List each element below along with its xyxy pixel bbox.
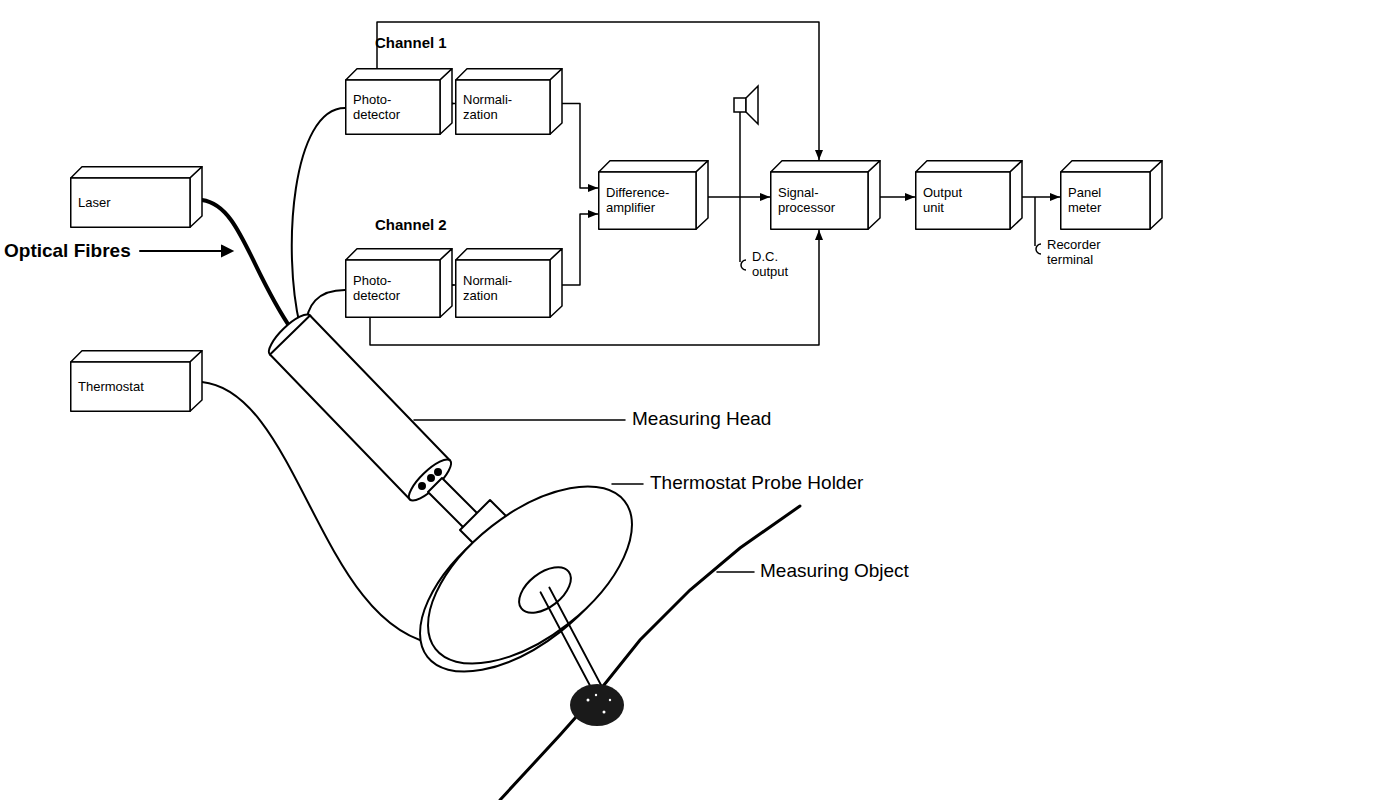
fibre-end bbox=[428, 475, 434, 481]
box-label: Photo- detector bbox=[353, 93, 425, 123]
processor-box: Signal- processor bbox=[770, 172, 868, 230]
signal-connector bbox=[562, 104, 598, 189]
amplifier-box: Difference- amplifier bbox=[598, 172, 696, 230]
meter-box: Panel meter bbox=[1060, 172, 1150, 230]
box-label: Photo- detector bbox=[353, 274, 425, 304]
normalization-box: Normali- zation bbox=[455, 80, 550, 135]
leader-line bbox=[612, 483, 643, 485]
part-label: Measuring Head bbox=[632, 408, 771, 430]
box-label: Panel meter bbox=[1068, 186, 1118, 216]
leader-line bbox=[414, 419, 625, 421]
box-label: Difference- amplifier bbox=[606, 186, 686, 216]
signal-connector bbox=[880, 196, 915, 198]
box-label: Normali- zation bbox=[463, 93, 535, 123]
arrow-head bbox=[222, 246, 232, 256]
box-label: Normali- zation bbox=[463, 274, 535, 304]
fibre-end bbox=[435, 469, 441, 475]
thermostat-box: Thermostat bbox=[70, 362, 190, 412]
object-surface bbox=[500, 506, 800, 800]
measuring-head bbox=[270, 316, 450, 500]
part-label: Optical Fibres bbox=[4, 240, 131, 262]
box-label: Thermostat bbox=[78, 380, 144, 395]
optical-fibre bbox=[202, 200, 292, 330]
output-box: Output unit bbox=[915, 172, 1010, 230]
probe-tube bbox=[549, 588, 602, 688]
output-label: Recorder terminal bbox=[1047, 238, 1117, 268]
fibre-end bbox=[419, 483, 425, 489]
terminal-symbol bbox=[1036, 244, 1041, 254]
terminal-symbol bbox=[741, 260, 746, 270]
holder-hole bbox=[511, 558, 579, 622]
optical-fibre bbox=[292, 108, 345, 326]
tap-wire bbox=[1034, 197, 1036, 246]
speaker-symbol bbox=[746, 86, 758, 124]
part-label: Measuring Object bbox=[760, 560, 909, 582]
part-label: Thermostat Probe Holder bbox=[650, 472, 863, 494]
tap-wire bbox=[739, 197, 741, 262]
detector-box: Photo- detector bbox=[345, 260, 440, 318]
channel-label: Channel 1 bbox=[375, 34, 447, 51]
leader-line bbox=[717, 571, 754, 573]
laser-box: Laser bbox=[70, 178, 190, 228]
probe-tube bbox=[541, 592, 594, 692]
channel-label: Channel 2 bbox=[375, 216, 447, 233]
box-label: Output unit bbox=[923, 186, 978, 216]
pointer-line bbox=[140, 250, 222, 252]
output-label: D.C. output bbox=[752, 250, 807, 280]
box-label: Laser bbox=[78, 196, 111, 211]
signal-connector bbox=[708, 196, 770, 198]
signal-connector bbox=[562, 214, 598, 285]
speaker-wire bbox=[739, 112, 741, 197]
normalization-box: Normali- zation bbox=[455, 260, 550, 318]
box-label: Signal- processor bbox=[778, 186, 858, 216]
tissue-spot bbox=[570, 684, 624, 726]
detector-box: Photo- detector bbox=[345, 80, 440, 135]
speaker-symbol bbox=[734, 98, 746, 112]
signal-connector bbox=[1022, 196, 1060, 198]
